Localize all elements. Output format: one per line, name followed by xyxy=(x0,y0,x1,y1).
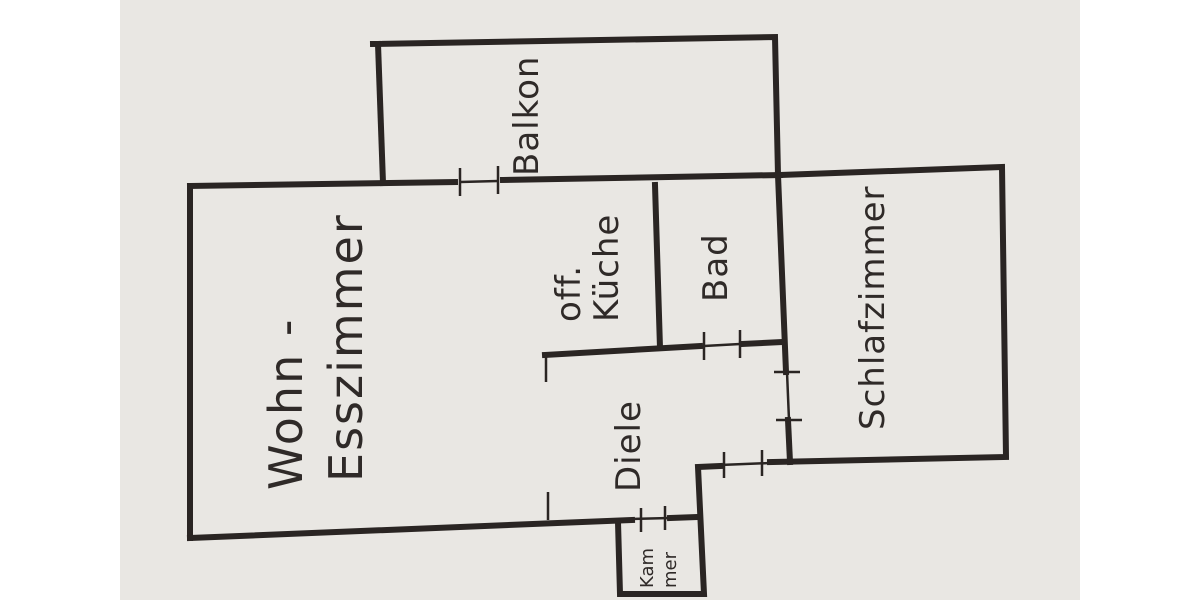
bottom-wall-left xyxy=(186,516,636,542)
door-entry-gap xyxy=(719,461,771,467)
door-markers xyxy=(458,166,802,532)
balkon-wall xyxy=(369,33,782,179)
label-balkon: Balkon xyxy=(507,56,547,176)
corridor-partition-lower xyxy=(784,416,794,466)
bottom-wall-right xyxy=(666,513,702,522)
walls xyxy=(186,33,1010,597)
label-kammer-line1: Kam xyxy=(637,548,658,588)
schlafzimmer-wall xyxy=(766,163,1010,466)
balkon-left-wall xyxy=(374,40,387,187)
kammer-wall xyxy=(614,462,724,597)
door-balkon-gap xyxy=(459,179,499,184)
door-kammer-gap xyxy=(631,516,671,521)
label-wohn: Wohn - xyxy=(259,318,313,490)
label-schlafzimmer: Schlafzimmer xyxy=(853,185,893,430)
label-esszimmer: Esszimmer xyxy=(319,213,373,482)
top-wall-left xyxy=(186,178,459,190)
label-bad: Bad xyxy=(696,233,736,302)
paper-sheet xyxy=(120,0,1080,600)
hall-top-wall-right xyxy=(738,338,786,348)
door-bad-gap xyxy=(703,342,741,348)
room-labels: Balkon Wohn - Esszimmer off. Küche Bad S… xyxy=(259,56,893,588)
top-wall-right xyxy=(499,171,784,184)
label-kueche-line1: off. xyxy=(549,265,589,322)
door-schlaf-gap xyxy=(785,371,791,421)
label-kammer-line2: mer xyxy=(660,551,681,588)
label-kueche-line2: Küche xyxy=(587,214,627,322)
hall-top-wall-left xyxy=(541,342,704,359)
kitchen-bath-partition xyxy=(651,181,664,352)
label-diele: Diele xyxy=(609,400,649,492)
